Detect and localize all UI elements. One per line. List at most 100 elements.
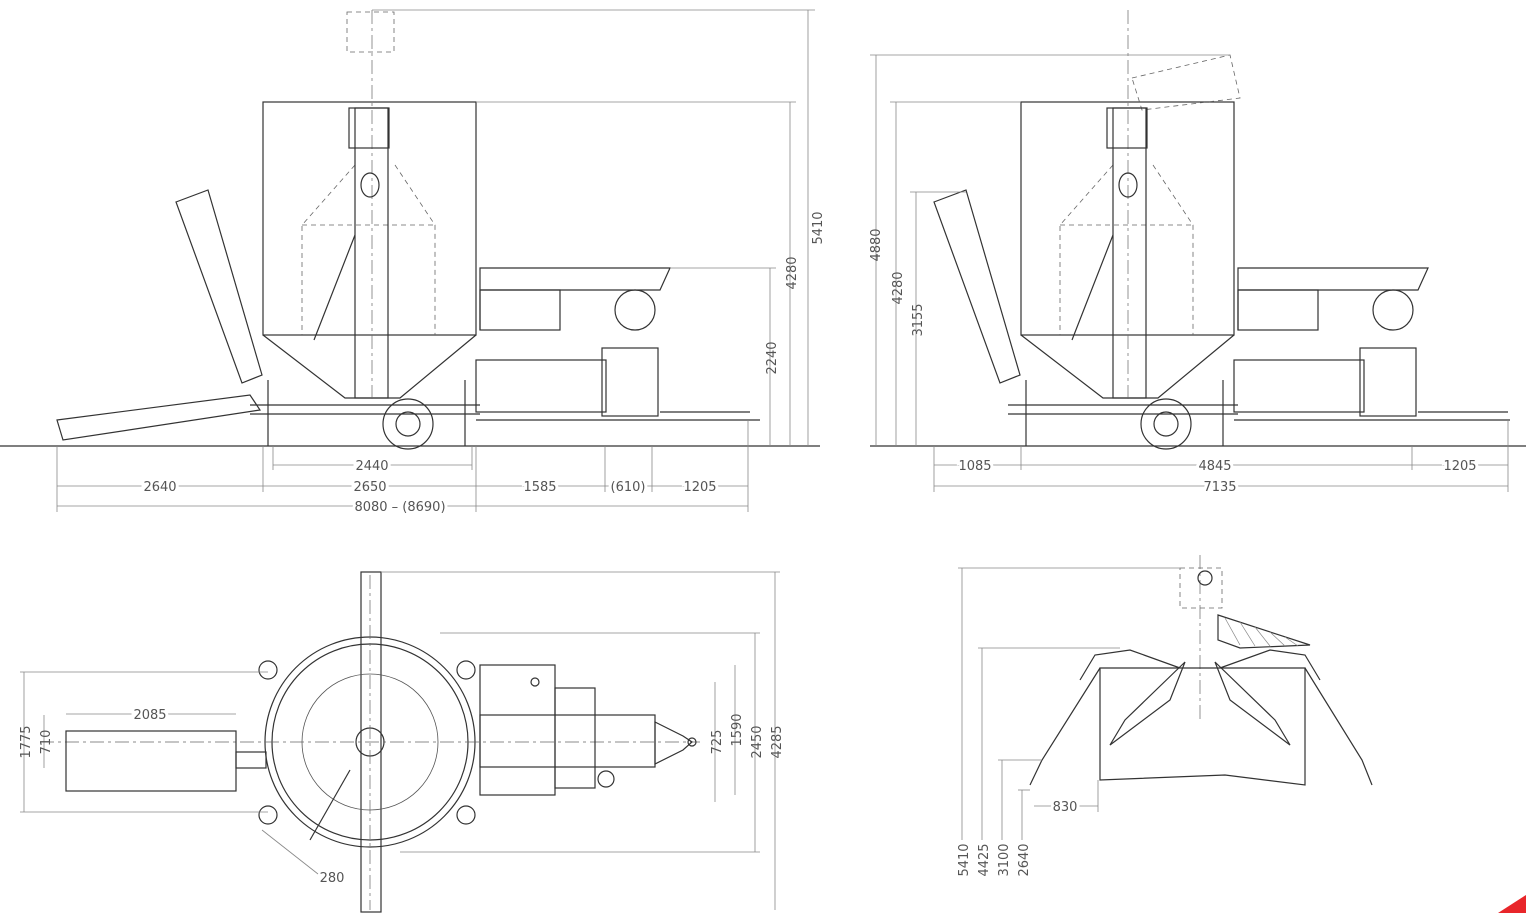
front-view: 5410 4425 3100 2640 830 <box>957 555 1373 877</box>
elevator-head-tilted <box>1131 54 1241 111</box>
hitch-eye <box>687 737 697 747</box>
top-conveyor-neck <box>235 751 267 769</box>
side-view-left: 5410 4280 2240 2440 2640 2650 1585 (610) <box>0 9 826 518</box>
front-elevator-port <box>1197 570 1213 586</box>
top-spout <box>309 769 351 841</box>
fan-housing-right <box>1237 289 1319 331</box>
wheel <box>382 398 434 450</box>
front-body <box>1099 667 1306 786</box>
fan-wheel-right <box>1372 289 1414 331</box>
loading-auger <box>175 189 263 384</box>
elevator-head <box>348 107 390 149</box>
top-elevator-beam <box>360 571 382 913</box>
top-wheel-hub <box>597 770 615 788</box>
burner-hood <box>479 267 671 330</box>
inner-dash-left-r <box>1059 164 1114 335</box>
burner-hood-right <box>1237 267 1429 330</box>
dim-4280-right: 4280 <box>891 271 906 304</box>
hatch-3 <box>1254 626 1271 647</box>
dim-4880: 4880 <box>869 228 884 261</box>
dim-4280: 4280 <box>785 256 800 289</box>
hatch-4 <box>1269 631 1286 647</box>
main-bin <box>262 101 477 336</box>
loading-auger-right <box>933 189 1021 384</box>
height-dimensions: 5410 4280 2240 <box>372 9 826 446</box>
length-dimensions: 2440 2640 2650 1585 (610) 1205 8080 – (8… <box>56 420 749 518</box>
dim-280: 280 <box>320 871 345 886</box>
leg-pad-3 <box>258 805 278 825</box>
top-drawbar <box>654 721 693 765</box>
wheel-hub-right <box>1153 411 1179 437</box>
elevator-tube-right <box>1112 107 1147 399</box>
elevator-extended <box>346 11 395 53</box>
inner-dash-left <box>301 164 356 335</box>
dim-2450: 2450 <box>750 725 765 758</box>
front-auger-left <box>1109 661 1186 746</box>
dim-3100: 3100 <box>997 843 1012 876</box>
top-view: 1775 710 2085 725 1590 2450 4285 280 <box>19 571 785 913</box>
dim-3155: 3155 <box>911 303 926 336</box>
front-arm-right <box>1219 649 1321 681</box>
top-conveyor <box>65 730 237 792</box>
dim-2640-front: 2640 <box>1017 843 1032 876</box>
top-fan-port <box>530 677 540 687</box>
conveyor-chute <box>56 394 262 441</box>
front-auger-right <box>1214 661 1291 746</box>
dim-710: 710 <box>39 730 54 755</box>
top-dimensions: 1775 710 2085 725 1590 2450 4285 280 <box>19 571 785 910</box>
height-dimensions-right: 4880 4280 3155 <box>869 54 1230 446</box>
dim-2440: 2440 <box>355 459 388 474</box>
side-view-right: 4880 4280 3155 1085 4845 1205 7135 <box>869 10 1526 498</box>
dim-4845: 4845 <box>1198 459 1231 474</box>
dim-5410-front: 5410 <box>957 843 972 876</box>
front-dimensions: 5410 4425 3100 2640 830 <box>957 567 1180 877</box>
inner-dash-right-r <box>1152 164 1194 335</box>
dim-1085: 1085 <box>958 459 991 474</box>
dim-280-line <box>261 829 319 875</box>
top-duct <box>479 714 656 768</box>
inner-dash-right <box>394 164 436 335</box>
bin-cone-right <box>1020 334 1235 399</box>
elevator-port-right <box>1118 172 1138 198</box>
bin-cone <box>262 334 477 399</box>
fan-housing <box>479 289 561 331</box>
dim-2650: 2650 <box>353 480 386 495</box>
leg-pad-2 <box>456 660 476 680</box>
main-bin-right <box>1020 101 1235 336</box>
front-outrigger-left <box>1029 667 1101 786</box>
front-elevator-extended <box>1179 567 1223 609</box>
engine-block-right <box>1359 347 1417 417</box>
dim-4285: 4285 <box>770 725 785 758</box>
dim-725: 725 <box>710 730 725 755</box>
elevator-port <box>360 172 380 198</box>
air-duct <box>475 359 607 413</box>
dim-1205: 1205 <box>683 480 716 495</box>
dim-610: (610) <box>611 480 646 495</box>
spout-pipe-right <box>1071 234 1114 341</box>
elevator-head-right <box>1106 107 1148 149</box>
hatch-2 <box>1239 621 1256 647</box>
front-arm-left <box>1079 649 1181 681</box>
shield-hatching <box>1224 617 1299 647</box>
air-duct-right <box>1233 359 1365 413</box>
dim-1590: 1590 <box>730 713 745 746</box>
hatch-1 <box>1224 617 1241 646</box>
top-burner-housing <box>479 664 556 796</box>
dim-2085: 2085 <box>133 708 166 723</box>
leg-pad-1 <box>258 660 278 680</box>
spout-pipe <box>313 234 356 341</box>
top-fan-housing <box>554 687 596 789</box>
dim-2240: 2240 <box>765 341 780 374</box>
fan-wheel <box>614 289 656 331</box>
front-outrigger-right <box>1304 667 1373 786</box>
front-hatched-shield <box>1217 614 1311 649</box>
dim-5410: 5410 <box>811 211 826 244</box>
dim-1205-right: 1205 <box>1443 459 1476 474</box>
hatch-5 <box>1284 636 1299 647</box>
wheel-hub <box>395 411 421 437</box>
corner-accent <box>1498 895 1526 913</box>
elevator-tube <box>354 107 389 399</box>
dim-1585: 1585 <box>523 480 556 495</box>
dim-4425: 4425 <box>977 843 992 876</box>
leg-pad-4 <box>456 805 476 825</box>
